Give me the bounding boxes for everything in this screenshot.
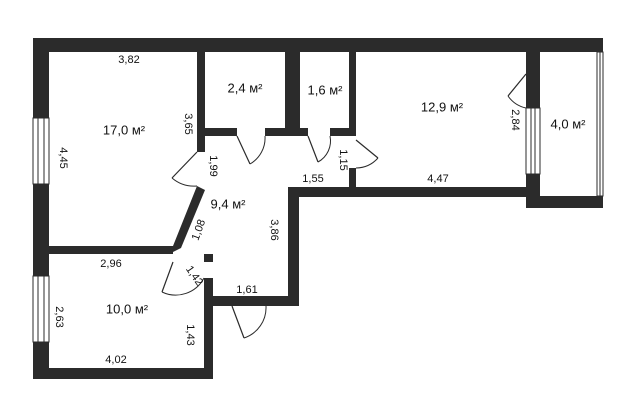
toilet-bottom-wall-left xyxy=(300,128,308,136)
area-label-small-room: 10,0 м² xyxy=(106,301,149,316)
entrance-bottom-wall xyxy=(204,296,299,306)
large-room-right-wall xyxy=(197,52,205,152)
toilet-kitchen-partition xyxy=(349,52,356,136)
door-kitchen xyxy=(355,139,379,169)
door-entrance xyxy=(231,305,267,339)
window-small-room xyxy=(32,275,50,343)
dim-kitchen-bottom: 4,47 xyxy=(427,173,448,185)
door-balcony xyxy=(507,73,527,109)
dim-corridor-upper: 1,99 xyxy=(207,155,219,176)
area-label-kitchen: 12,9 м² xyxy=(421,99,464,114)
bathroom-bottom-wall-right xyxy=(265,128,300,136)
door-toilet xyxy=(307,135,331,163)
window-large-room xyxy=(32,117,50,185)
windows xyxy=(32,51,604,343)
kitchen-door-post xyxy=(349,168,356,190)
area-label-balcony: 4,0 м² xyxy=(551,116,587,131)
door-large-room xyxy=(171,151,198,187)
door-small-room xyxy=(161,261,205,296)
doors xyxy=(161,73,527,339)
dim-large-right: 3,65 xyxy=(182,113,194,134)
dim-corridor-diag: 1,08 xyxy=(190,218,209,242)
dim-large-top: 3,82 xyxy=(118,54,139,66)
room-labels: 17,0 м² 10,0 м² 9,4 м² 2,4 м² 1,6 м² 12,… xyxy=(103,80,586,316)
dim-large-bottom: 2,96 xyxy=(100,258,121,270)
balcony-bottom-wall xyxy=(526,196,601,208)
outer-wall-bottom xyxy=(33,368,213,379)
dim-small-bottom: 4,02 xyxy=(105,354,126,366)
corridor-right-wall xyxy=(288,187,299,306)
area-label-bathroom: 2,4 м² xyxy=(228,80,264,95)
dim-corridor-mid: 1,55 xyxy=(302,173,323,185)
area-label-large-room: 17,0 м² xyxy=(103,122,146,137)
balcony-door-window xyxy=(525,107,541,175)
dim-kitchen-right: 2,84 xyxy=(509,109,521,130)
dim-corridor-right: 3,86 xyxy=(268,219,280,240)
small-room-door-post xyxy=(204,254,213,262)
door-bathroom xyxy=(236,135,266,165)
dim-small-right: 1,43 xyxy=(184,324,196,345)
bath-toilet-partition xyxy=(285,52,300,136)
area-label-toilet: 1,6 м² xyxy=(308,82,344,97)
dim-small-door-side: 1,42 xyxy=(183,264,205,288)
outer-wall-top xyxy=(33,38,601,52)
toilet-bottom-wall-right xyxy=(330,128,356,136)
dim-small-left: 2,63 xyxy=(53,306,65,327)
large-room-bottom-wall xyxy=(33,246,173,254)
bathroom-bottom-wall-left xyxy=(205,128,237,136)
balcony-window xyxy=(596,51,604,197)
kitchen-bottom-wall xyxy=(288,187,538,197)
area-label-corridor: 9,4 м² xyxy=(211,196,247,211)
corridor-diagonal-wall xyxy=(173,186,205,252)
dim-corridor-bottom: 1,61 xyxy=(236,284,257,296)
dim-large-left: 4,45 xyxy=(57,147,69,168)
dim-toilet-side: 1,15 xyxy=(337,149,349,170)
small-room-right-wall xyxy=(204,278,213,379)
